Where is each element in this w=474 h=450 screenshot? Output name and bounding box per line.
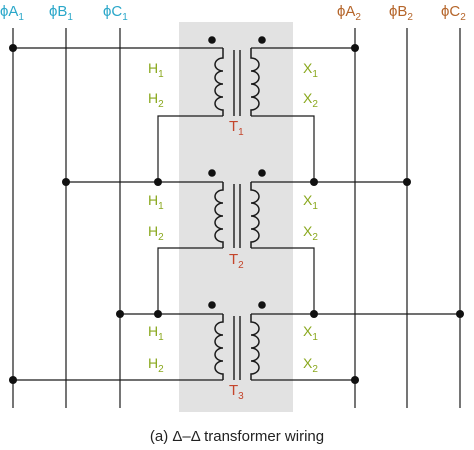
terminal-label-x1: X1: [303, 60, 318, 80]
junction-nodes: [9, 44, 464, 384]
phase-label-c1: ϕC1: [103, 3, 128, 23]
secondary-coil: [250, 182, 260, 248]
terminal-label-x1: X1: [303, 323, 318, 343]
terminal-label-x2: X2: [303, 223, 318, 243]
junction-node: [116, 310, 124, 318]
primary-phase-labels: ϕA1 ϕB1 ϕC1: [0, 3, 128, 23]
terminal-label-h2: H2: [148, 223, 164, 243]
junction-node: [62, 178, 70, 186]
terminal-label-x1: X1: [303, 192, 318, 212]
junction-node: [456, 310, 464, 318]
primary-coil: [214, 182, 224, 248]
transformer-panel: [179, 22, 293, 412]
secondary-coil: [250, 48, 260, 116]
polarity-dot-secondary: [258, 169, 266, 177]
phase-buses: [12, 28, 461, 408]
transformer-t2: [208, 169, 266, 248]
primary-coil: [214, 314, 224, 380]
terminal-label-h2: H2: [148, 355, 164, 375]
junction-node: [310, 178, 318, 186]
junction-node: [403, 178, 411, 186]
transformer-t3: [208, 301, 266, 380]
primary-connections: [13, 47, 223, 381]
junction-node: [154, 178, 162, 186]
polarity-dot-primary: [208, 36, 216, 44]
junction-node: [9, 44, 17, 52]
phase-label-c2: ϕC2: [441, 3, 466, 23]
secondary-connections: [251, 47, 460, 381]
transformer-labels: T1 T2 T3: [229, 118, 244, 402]
secondary-phase-labels: ϕA2 ϕB2 ϕC2: [337, 3, 466, 23]
junction-node: [351, 44, 359, 52]
secondary-coil: [250, 314, 260, 380]
junction-node: [310, 310, 318, 318]
terminal-label-x2: X2: [303, 90, 318, 110]
polarity-dot-secondary: [258, 36, 266, 44]
junction-node: [351, 376, 359, 384]
phase-label-b2: ϕB2: [389, 3, 413, 23]
terminal-label-h1: H1: [148, 192, 164, 212]
phase-label-a2: ϕA2: [337, 3, 361, 23]
transformer-label-t1: T1: [229, 118, 244, 138]
junction-node: [9, 376, 17, 384]
terminal-label-h1: H1: [148, 60, 164, 80]
terminal-label-x2: X2: [303, 355, 318, 375]
transformer-label-t2: T2: [229, 251, 244, 271]
wire-t1h2-delta: [157, 115, 223, 182]
junction-node: [154, 310, 162, 318]
wire-t2h2-delta: [157, 247, 223, 314]
wire-t2x2-delta: [251, 247, 315, 314]
phase-label-b1: ϕB1: [49, 3, 73, 23]
transformer-t1: [208, 36, 266, 116]
polarity-dot-primary: [208, 169, 216, 177]
phase-label-a1: ϕA1: [0, 3, 24, 23]
polarity-dot-secondary: [258, 301, 266, 309]
terminal-label-h1: H1: [148, 323, 164, 343]
polarity-dot-primary: [208, 301, 216, 309]
transformer-label-t3: T3: [229, 382, 244, 402]
terminal-labels: H1 H2 X1 X2 H1 H2 X1 X2 H1 H2 X1 X2: [148, 60, 318, 375]
wire-t1x2-delta: [251, 115, 315, 182]
primary-coil: [214, 48, 224, 116]
terminal-label-h2: H2: [148, 90, 164, 110]
figure-caption: (a) Δ–Δ transformer wiring: [150, 428, 324, 445]
